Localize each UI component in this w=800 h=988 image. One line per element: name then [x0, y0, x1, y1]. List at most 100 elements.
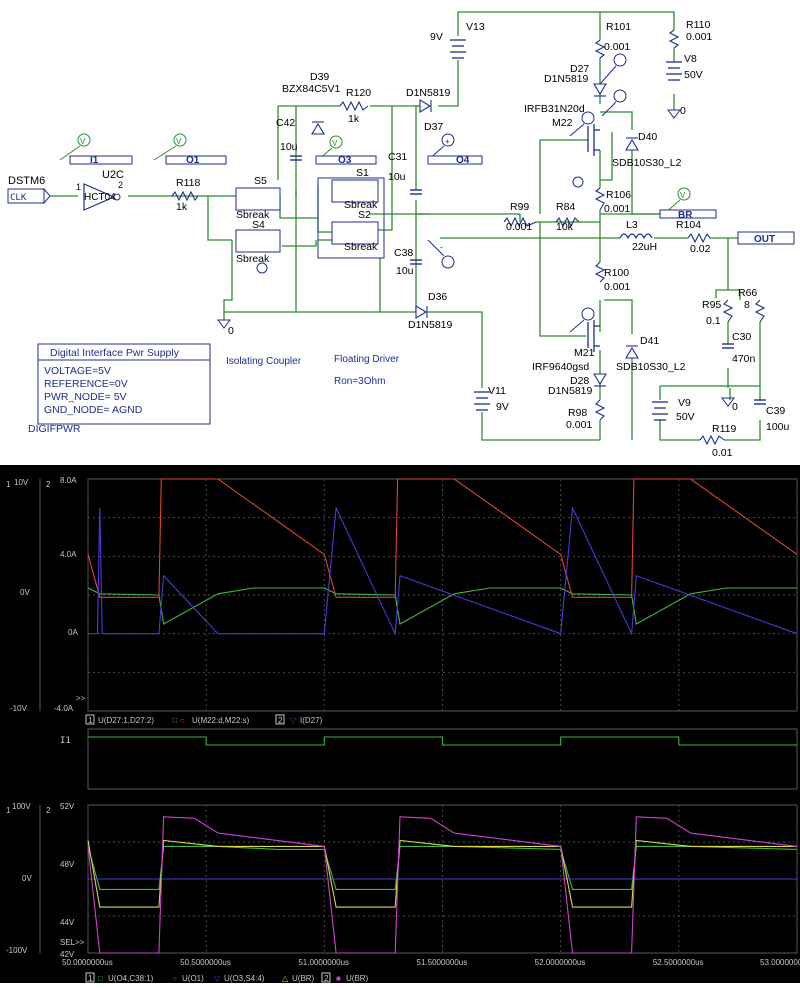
netlabel-br[interactable]: BR: [659, 209, 717, 221]
digi-box-line: GND_NODE= AGND: [44, 404, 143, 416]
r66-symbol: [754, 299, 766, 323]
s5-ref: S5: [254, 175, 267, 187]
s1-ref: S1: [356, 167, 369, 179]
pin1-label: 1: [76, 182, 81, 192]
netlabel-o1[interactable]: O1: [165, 155, 227, 166]
legend-symbol: ▽: [290, 716, 297, 725]
v11-value: 9V: [496, 401, 509, 413]
probe-window[interactable]: 1 2 10V 0V -10V 8.0A 4.0A 0A -4.0A >> 1 …: [0, 465, 800, 983]
u2c-inverter[interactable]: U2C HCT04 1 2: [76, 169, 124, 211]
digital-interface-box[interactable]: Digital Interface Pwr Supply VOLTAGE=5V …: [28, 343, 211, 435]
legend-entry: U(M22:d,M22:s): [192, 716, 250, 725]
y2-tick: 4.0A: [60, 550, 77, 559]
x-tick-label: 52.5000000us: [653, 958, 704, 967]
svg-text:O4: O4: [456, 155, 470, 166]
v9-ref: V9: [678, 397, 691, 409]
l3-ref: L3: [626, 219, 638, 231]
r104-symbol: [687, 232, 711, 244]
plot2-frame: [87, 728, 798, 790]
plot3-axes: 1 2 100V 0V -100V 52V 48V 44V 42V SEL>>: [6, 802, 85, 959]
schematic-svg[interactable]: CLK DSTM6 U2C HCT04 1 2 V V V V + - I1 O…: [0, 0, 800, 465]
c38-ref: C38: [394, 247, 413, 259]
legend-entry: U(O3,S4:4): [224, 974, 265, 983]
voltage-sources: [450, 39, 682, 421]
r101-value: 0.001: [604, 41, 630, 53]
trace-um22: [87, 478, 798, 598]
x-tick-label: 53.0000000us: [760, 958, 800, 967]
current-marker-icon: [569, 111, 595, 137]
r66-ref: R66: [738, 287, 757, 299]
ground-label: 0: [732, 401, 738, 413]
r120-ref: R120: [346, 87, 371, 99]
v13-value: 9V: [430, 31, 443, 43]
v8-ref: V8: [684, 53, 697, 65]
c30-value: 470n: [732, 353, 756, 365]
netlabel-i1[interactable]: I1: [69, 155, 133, 166]
digi-box-title: Digital Interface Pwr Supply: [50, 347, 180, 359]
c42-ref: C42: [276, 117, 295, 129]
mosfets: [587, 124, 600, 352]
r110-value: 0.001: [686, 31, 712, 43]
legend-symbol: ○: [172, 974, 177, 983]
svg-text:I1: I1: [90, 155, 99, 166]
c39-value: 100u: [766, 421, 790, 433]
l3-value: 22uH: [632, 241, 657, 253]
digi-box-ref: DIGIFPWR: [28, 423, 81, 435]
r95-value: 0.1: [706, 315, 721, 327]
ground-label: 0: [228, 325, 234, 337]
c31-ref: C31: [388, 151, 407, 163]
r118-value: 1k: [176, 201, 188, 213]
r98-value: 0.001: [566, 419, 592, 431]
trace-i1: [88, 736, 797, 746]
waveform-traces: [87, 478, 798, 954]
plot3-legend: 1 □ U(O4,C38:1) ○ U(O1) ▽ U(O3,S4:4) △ U…: [85, 972, 369, 983]
m22-model: IRFB31N20d: [524, 103, 585, 115]
voltage-markers: V V V V + -: [59, 53, 691, 333]
floating-note: Floating Driver: [334, 354, 400, 365]
legend-entry: U(BR): [346, 974, 369, 983]
sel-marker: SEL>>: [60, 938, 85, 947]
schematic-canvas[interactable]: CLK DSTM6 U2C HCT04 1 2 V V V V + - I1 O…: [0, 0, 800, 465]
r84-value: 10k: [556, 221, 574, 233]
r84-ref: R84: [556, 201, 575, 213]
r120-symbol: [339, 100, 369, 112]
capacitors: [290, 155, 766, 405]
component-labels: R118 1k S5 Sbreak S4 Sbreak S1 Sbreak S2…: [176, 19, 790, 459]
y1-tick: 0V: [22, 874, 32, 883]
netlabel-o4[interactable]: O4: [427, 155, 483, 166]
y1-tick: -100V: [6, 946, 28, 955]
r119-value: 0.01: [712, 447, 733, 459]
svg-text:V: V: [332, 139, 338, 148]
c31-value: 10u: [388, 171, 406, 183]
r110-symbol: [668, 29, 680, 49]
r84-symbol: [555, 216, 580, 228]
legend-index: 2: [278, 716, 283, 725]
m22-ref: M22: [552, 117, 573, 129]
svg-text:O1: O1: [186, 155, 200, 166]
x-tick-label: 50.0000000us: [62, 958, 113, 967]
legend-index: 1: [88, 974, 93, 983]
s2-ref: S2: [358, 209, 371, 221]
r110-ref: R110: [686, 19, 710, 31]
l3-inductor-symbol: [619, 233, 653, 240]
v11-ref: V11: [488, 385, 506, 397]
legend-entry: I(D27): [300, 716, 323, 725]
netlabel-o3[interactable]: O3: [315, 155, 377, 166]
x-tick-label: 50.5000000us: [180, 958, 231, 967]
r120-value: 1k: [348, 113, 360, 125]
legend-index: 2: [324, 974, 329, 983]
d41-model: SDB10S30_L2: [616, 361, 686, 373]
d36-ref: D36: [428, 291, 447, 303]
c30-ref: C30: [732, 331, 751, 343]
netlabel-out[interactable]: OUT: [737, 231, 795, 245]
v-marker-icon: V: [153, 133, 187, 161]
r98-symbol: [594, 399, 606, 421]
y2-tick: 44V: [60, 918, 75, 927]
dstm6-source[interactable]: CLK DSTM6: [7, 175, 51, 205]
probe-svg[interactable]: 1 2 10V 0V -10V 8.0A 4.0A 0A -4.0A >> 1 …: [0, 465, 800, 983]
v-marker-icon: V: [663, 187, 691, 215]
d27-ref: D27: [570, 63, 589, 75]
s4-ref: S4: [252, 219, 265, 231]
y2-tick: 8.0A: [60, 476, 77, 485]
trace-uo4: [87, 845, 798, 890]
